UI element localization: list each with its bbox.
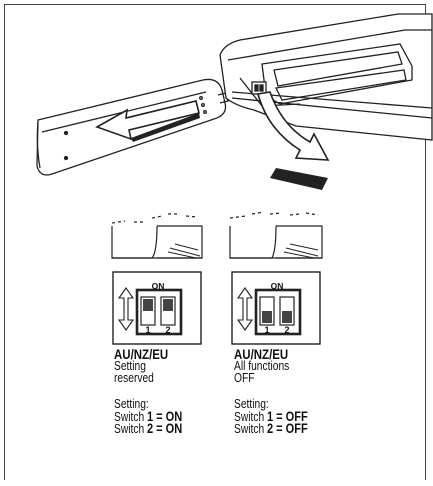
switch-2-setting: Switch 2 = ON xyxy=(114,421,237,436)
description-line: Setting xyxy=(114,359,146,373)
switch-on-label: ON xyxy=(152,281,165,291)
switch-state: = ON xyxy=(156,421,183,436)
description-line: OFF xyxy=(234,370,255,385)
curved-arrow xyxy=(256,91,330,190)
switch-prefix: Switch xyxy=(114,422,145,436)
switch-state: = OFF xyxy=(276,421,308,436)
switch-2-setting: Switch 2 = OFF xyxy=(234,421,357,436)
dip-switch-left: ON 1 2 xyxy=(112,271,202,345)
remote-body xyxy=(219,13,433,141)
setting-heading: Setting: xyxy=(234,397,269,411)
setting-heading: Setting: xyxy=(114,397,149,411)
switch-number: 1 xyxy=(267,408,274,424)
description-line: reserved xyxy=(114,370,154,385)
contacts-left xyxy=(111,213,203,259)
region-label: AU/NZ/EU xyxy=(234,346,289,362)
switch-1-setting: Switch 1 = ON xyxy=(114,408,237,424)
switch-number: 2 xyxy=(267,421,274,436)
switch-1-setting: Switch 1 = OFF xyxy=(234,408,357,424)
switch-2-label: 2 xyxy=(284,325,289,335)
left-caption: AU/NZ/EU Setting reserved Setting: Switc… xyxy=(114,346,237,436)
switch-number: 1 xyxy=(147,408,154,424)
slide-off-arrow xyxy=(95,100,200,142)
right-caption: AU/NZ/EU All functions OFF Setting: Swit… xyxy=(234,346,357,436)
switch-1-label: 1 xyxy=(264,325,269,335)
switch-1-label: 1 xyxy=(145,325,150,335)
contacts-right xyxy=(229,211,323,259)
dip-switch-right: ON 1 2 xyxy=(231,271,321,345)
region-label: AU/NZ/EU xyxy=(114,346,169,362)
switch-on-label: ON xyxy=(271,281,284,291)
switch-prefix: Switch xyxy=(234,422,265,436)
description-line: All functions xyxy=(234,359,290,373)
diagram-frame xyxy=(4,4,426,480)
switch-prefix: Switch xyxy=(114,409,145,424)
switch-state: = ON xyxy=(156,408,183,424)
switch-state: = OFF xyxy=(276,408,308,424)
switch-prefix: Switch xyxy=(234,409,265,424)
switch-2-label: 2 xyxy=(165,325,170,335)
switch-number: 2 xyxy=(147,421,154,436)
